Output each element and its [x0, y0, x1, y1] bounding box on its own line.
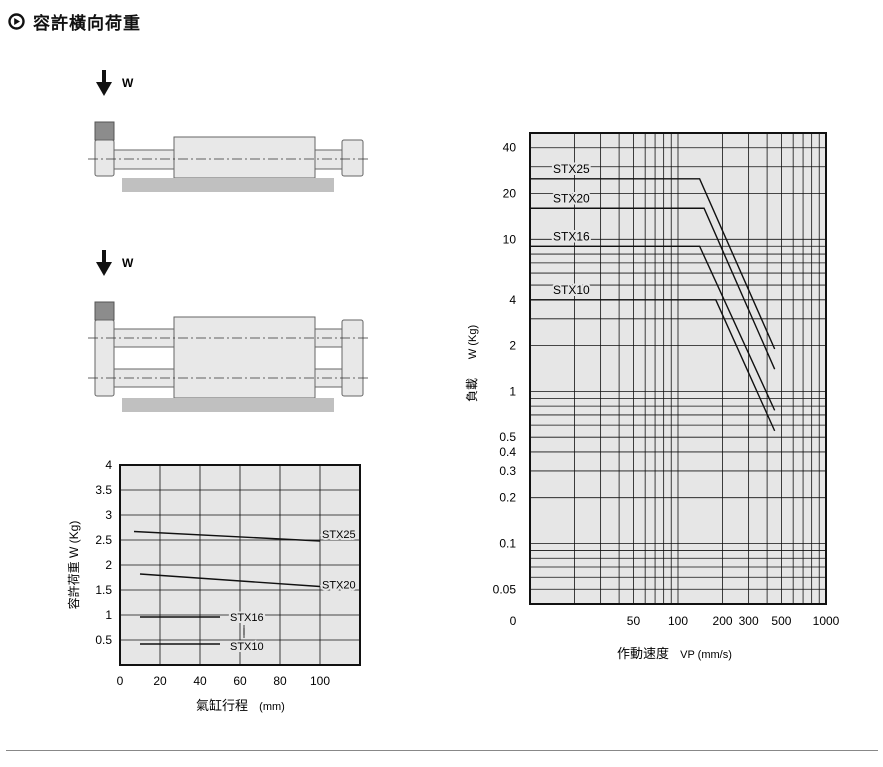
down-arrow-icon: [96, 250, 112, 276]
y-tick-label: 0.05: [493, 582, 517, 596]
x-tick-label: 20: [153, 674, 167, 688]
y-tick-label: 3.5: [95, 483, 112, 497]
x-tick-label: 1000: [813, 614, 840, 628]
x-axis-unit: VP (mm/s): [680, 649, 732, 661]
series-line-stx20: [530, 207, 776, 370]
y-tick-label: 2: [105, 558, 112, 572]
series-line-stx10: [530, 299, 776, 432]
x-tick-label: 40: [193, 674, 207, 688]
cylinder-diagram-double: W: [88, 250, 370, 412]
series-line-stx20: [139, 573, 321, 588]
y-tick-label: 0.5: [499, 430, 516, 444]
x-origin-label: 0: [510, 614, 517, 628]
y-tick-label: 20: [503, 187, 517, 201]
series-label: STX16: [553, 229, 590, 243]
cylinder-body: [173, 316, 316, 399]
load-label-w: W: [122, 256, 134, 270]
circled-triangle-bullet-icon: [8, 12, 25, 30]
x-tick-label: 300: [739, 614, 759, 628]
x-axis-unit: (mm): [259, 701, 285, 713]
base-plate: [122, 398, 334, 412]
x-tick-label: 80: [273, 674, 287, 688]
section-header: 容許橫向荷重: [8, 9, 141, 34]
end-cap: [94, 139, 115, 177]
x-axis-label: 氣缸行程: [196, 698, 248, 713]
x-axis-label: 作動速度: [617, 646, 669, 661]
series-label: STX25: [322, 529, 356, 541]
y-tick-label: 3: [105, 508, 112, 522]
end-cap-dark: [94, 301, 115, 321]
rod: [113, 149, 175, 170]
end-cap: [94, 319, 115, 397]
series-label: STX20: [322, 580, 356, 592]
series-line-stx25: [530, 178, 776, 350]
series-label: STX20: [553, 191, 590, 205]
y-tick-label: 10: [503, 232, 517, 246]
x-tick-label: 0: [117, 674, 124, 688]
y-tick-label: 0.3: [499, 464, 516, 478]
y-axis-label: 負載: [465, 378, 479, 402]
rod-right: [314, 149, 343, 170]
x-tick-label: 500: [771, 614, 791, 628]
end-cap-dark: [94, 121, 115, 141]
end-plate: [341, 139, 364, 177]
y-axis-unit: W (Kg): [467, 325, 479, 359]
y-tick-label: 0.1: [499, 536, 516, 550]
x-tick-label: 100: [668, 614, 688, 628]
y-tick-label: 1: [509, 384, 516, 398]
y-axis-label: 容許荷重 W (Kg): [66, 521, 81, 610]
cylinder-diagram-single: W: [88, 70, 370, 192]
speed-load-chart: 50 100 200 300 500 1000 0 0.05 0.1 0.2 0.3 0.40.5 1 2…: [465, 132, 840, 661]
x-tick-label: 60: [233, 674, 247, 688]
x-tick-label: 200: [713, 614, 733, 628]
series-line-stx16: [530, 245, 776, 411]
series-label: STX10: [553, 283, 590, 297]
y-tick-label: 0.2: [499, 491, 516, 505]
x-tick-label: 100: [310, 674, 330, 688]
series-label: STX16: [230, 612, 264, 624]
y-tick-label: 1: [105, 608, 112, 622]
down-arrow-icon: [96, 70, 112, 96]
y-tick-label: 2: [509, 339, 516, 353]
series-line-stx25: [133, 530, 321, 542]
bottom-divider: [6, 750, 878, 751]
y-tick-label: 4: [509, 293, 516, 307]
y-tick-label: 2.5: [95, 533, 112, 547]
plot-frame: [119, 464, 361, 666]
stroke-load-chart: 0 20 40 60 80 100 0.5 1 1.5 2 2.5 3 3.5 4STX25STX20ST…: [66, 458, 361, 713]
y-tick-label: 40: [503, 141, 517, 155]
end-plate: [341, 319, 364, 397]
y-tick-label: 0.5: [95, 633, 112, 647]
series-label: STX10: [230, 641, 264, 653]
series-label: STX25: [553, 162, 590, 176]
y-tick-label: 0.4: [499, 445, 516, 459]
cylinder-body: [173, 136, 316, 179]
base-plate: [122, 178, 334, 192]
y-tick-label: 4: [105, 458, 112, 472]
y-tick-label: 1.5: [95, 583, 112, 597]
x-tick-label: 50: [627, 614, 641, 628]
load-label-w: W: [122, 76, 134, 90]
plot-frame: [529, 132, 827, 605]
page-title: 容許橫向荷重: [33, 13, 141, 34]
